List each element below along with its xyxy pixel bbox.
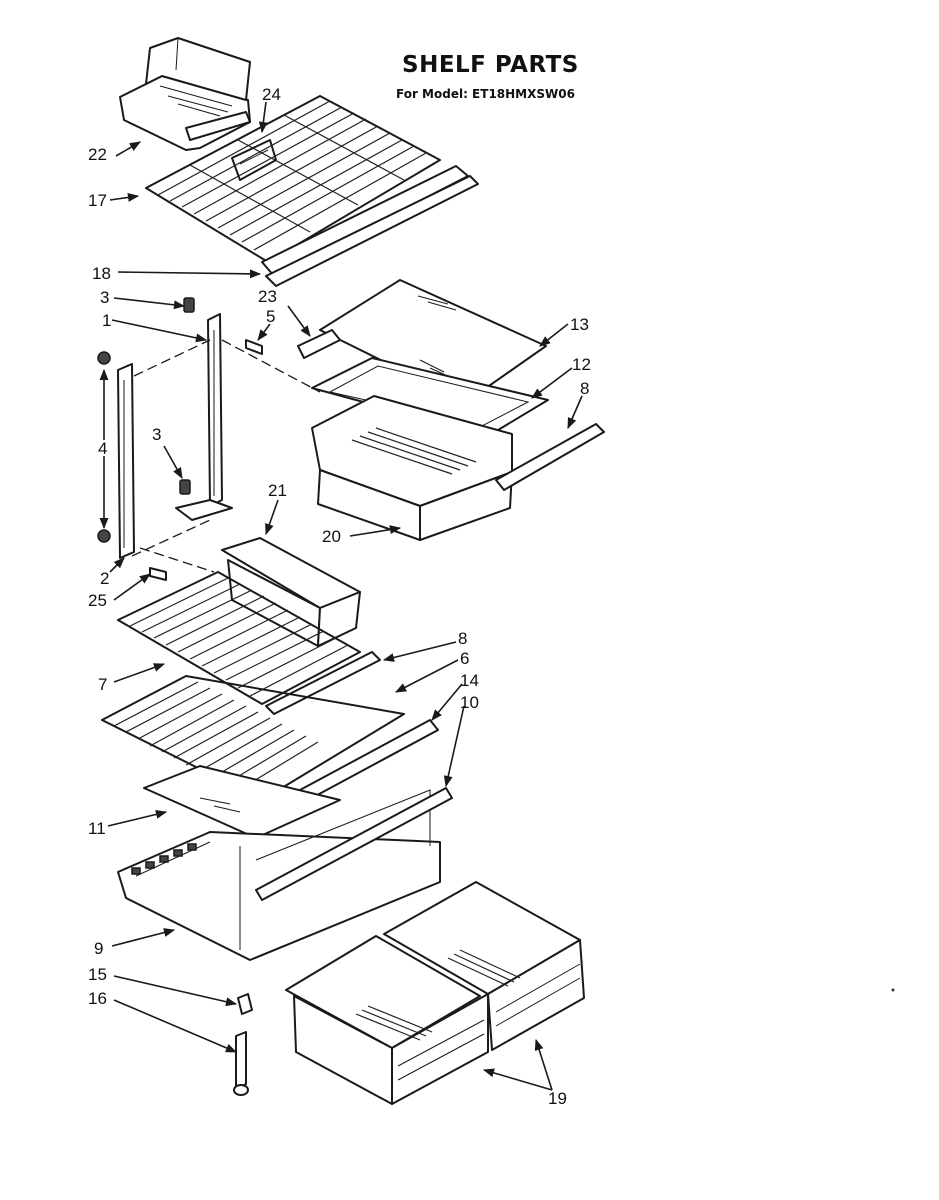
callout-3-mid: 3: [152, 425, 161, 444]
callout-14: 14: [460, 671, 479, 690]
part-11-glass-panel: [143, 765, 341, 839]
callout-22: 22: [88, 145, 107, 164]
part-1-ladder-rail: [175, 313, 233, 521]
part-23-trim: [297, 329, 341, 359]
callout-19: 19: [548, 1089, 567, 1108]
part-22-dairy-bin: [119, 37, 251, 151]
callout-24: 24: [262, 85, 281, 104]
part-2-ladder-rail: [117, 363, 135, 559]
part-4-rail-cap: [97, 351, 111, 543]
callout-13: 13: [570, 315, 589, 334]
callout-10: 10: [460, 693, 479, 712]
part-8-drawer-rail: [495, 423, 605, 491]
callout-8-mid: 8: [458, 629, 467, 648]
model-number: For Model: ET18HMXSW06: [396, 87, 575, 101]
callout-7: 7: [98, 675, 107, 694]
callout-12: 12: [572, 355, 591, 374]
callout-5: 5: [266, 307, 275, 326]
part-16-control-shaft: [233, 1031, 249, 1096]
part-19-crisper-drawer: [285, 881, 585, 1105]
callout-23: 23: [258, 287, 277, 306]
callout-3-top: 3: [100, 288, 109, 307]
callout-6: 6: [460, 649, 469, 668]
part-3-rail-clip: [179, 297, 195, 495]
part-18-shelf-trim: [261, 165, 479, 287]
part-17-wire-shelf: [145, 95, 441, 263]
callout-labels: 22 24 17 18 23 3 1 5 13 12 8 4 3 21 20 2…: [88, 85, 591, 1108]
callout-2: 2: [100, 569, 109, 588]
callout-9: 9: [94, 939, 103, 958]
callout-15: 15: [88, 965, 107, 984]
callout-4: 4: [98, 439, 107, 458]
part-21-shelf-bin: [221, 537, 361, 647]
part-7-wire-shelf: [117, 571, 381, 715]
callout-20: 20: [322, 527, 341, 546]
diagram-title: SHELF PARTS: [402, 52, 579, 78]
part-25-support-pin: [149, 567, 167, 581]
part-9-crisper-cover: [117, 787, 453, 961]
callout-1: 1: [102, 311, 111, 330]
callout-21: 21: [268, 481, 287, 500]
part-5-support-pin: [245, 339, 263, 355]
part-20-drawer: [311, 395, 513, 541]
callout-8-top: 8: [580, 379, 589, 398]
stray-dot: [891, 988, 895, 992]
callout-25: 25: [88, 591, 107, 610]
callout-11: 11: [88, 819, 106, 838]
callout-18: 18: [92, 264, 111, 283]
leader-lines: [99, 101, 583, 1091]
alignment-lines: [131, 339, 321, 573]
callout-17: 17: [88, 191, 107, 210]
part-15-control-knob: [237, 993, 253, 1015]
callout-16: 16: [88, 989, 107, 1008]
